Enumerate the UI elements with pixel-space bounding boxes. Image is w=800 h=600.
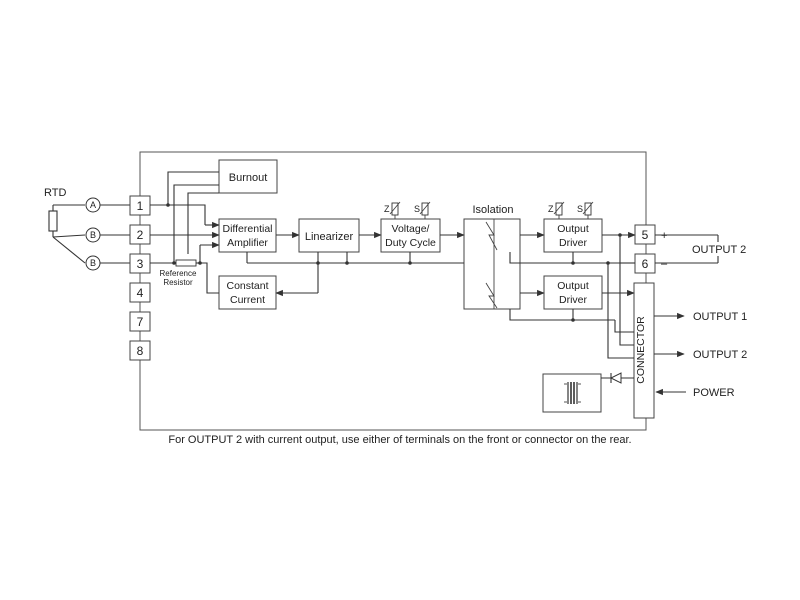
svg-text:CONNECTOR: CONNECTOR	[635, 316, 647, 384]
svg-text:6: 6	[642, 257, 649, 271]
span-adjust-pot-2: S	[577, 201, 594, 219]
svg-text:Burnout: Burnout	[229, 172, 268, 184]
svg-text:B: B	[90, 230, 96, 240]
isolation-block	[463, 218, 521, 310]
svg-text:Amplifier: Amplifier	[227, 237, 268, 249]
terminal-1: 1	[129, 195, 151, 216]
svg-text:Driver: Driver	[559, 294, 588, 306]
minus-sign: –	[661, 258, 668, 270]
terminal-2: 2	[129, 224, 151, 245]
power-transformer-block	[542, 373, 602, 413]
terminal-6: 6	[634, 253, 656, 274]
power-label: POWER	[693, 387, 735, 399]
wire-a-circle: A	[85, 197, 101, 213]
svg-text:Differential: Differential	[223, 223, 273, 235]
rtd-resistor-symbol	[48, 210, 58, 232]
voltage-duty-cycle-block: Voltage/ Duty Cycle	[380, 218, 441, 253]
output-1-connector-label: OUTPUT 1	[693, 311, 747, 323]
svg-text:8: 8	[137, 344, 144, 358]
svg-text:2: 2	[137, 228, 144, 242]
terminal-8: 8	[129, 340, 151, 361]
wire-b1-circle: B	[85, 227, 101, 243]
output-2-connector-label: OUTPUT 2	[693, 349, 747, 361]
isolation-label: Isolation	[473, 204, 514, 216]
svg-text:S: S	[577, 204, 583, 214]
footnote-caption: For OUTPUT 2 with current output, use ei…	[168, 434, 632, 446]
connector-block: CONNECTOR	[633, 282, 655, 419]
svg-text:Z: Z	[548, 204, 554, 214]
linearizer-block: Linearizer	[298, 218, 360, 253]
svg-text:S: S	[414, 204, 420, 214]
terminal-4: 4	[129, 282, 151, 303]
output-2-terminal-label: OUTPUT 2	[692, 244, 746, 256]
rtd-label: RTD	[44, 187, 66, 199]
output-driver-1-block: Output Driver	[543, 218, 603, 253]
svg-text:Duty Cycle: Duty Cycle	[385, 237, 436, 249]
terminal-3: 3	[129, 253, 151, 274]
svg-text:A: A	[90, 200, 96, 210]
svg-text:Current: Current	[230, 294, 265, 306]
zero-adjust-pot-1: Z	[384, 201, 401, 219]
svg-text:3: 3	[137, 257, 144, 271]
svg-text:4: 4	[137, 286, 144, 300]
svg-text:Linearizer: Linearizer	[305, 231, 354, 243]
burnout-block: Burnout	[218, 159, 278, 194]
wire-b2-circle: B	[85, 255, 101, 271]
reference-resistor-symbol	[175, 259, 197, 267]
svg-text:Constant: Constant	[226, 280, 268, 292]
diode-symbol	[601, 372, 634, 384]
reference-resistor-label-2: Resistor	[163, 278, 193, 287]
svg-text:Z: Z	[384, 204, 390, 214]
zero-adjust-pot-2: Z	[548, 201, 565, 219]
svg-text:Output: Output	[557, 280, 589, 292]
output-driver-2-block: Output Driver	[543, 275, 603, 310]
svg-text:7: 7	[137, 315, 144, 329]
svg-text:Output: Output	[557, 223, 589, 235]
svg-text:1: 1	[137, 199, 144, 213]
differential-amplifier-block: Differential Amplifier	[218, 218, 277, 253]
plus-sign: +	[661, 230, 667, 242]
terminal-5: 5	[634, 224, 656, 245]
svg-text:Driver: Driver	[559, 237, 588, 249]
span-adjust-pot-1: S	[414, 201, 431, 219]
reference-resistor-label-1: Reference	[160, 269, 197, 278]
terminal-7: 7	[129, 311, 151, 332]
svg-text:Voltage/: Voltage/	[392, 223, 430, 235]
constant-current-block: Constant Current	[218, 275, 277, 310]
svg-text:5: 5	[642, 228, 649, 242]
svg-text:B: B	[90, 258, 96, 268]
